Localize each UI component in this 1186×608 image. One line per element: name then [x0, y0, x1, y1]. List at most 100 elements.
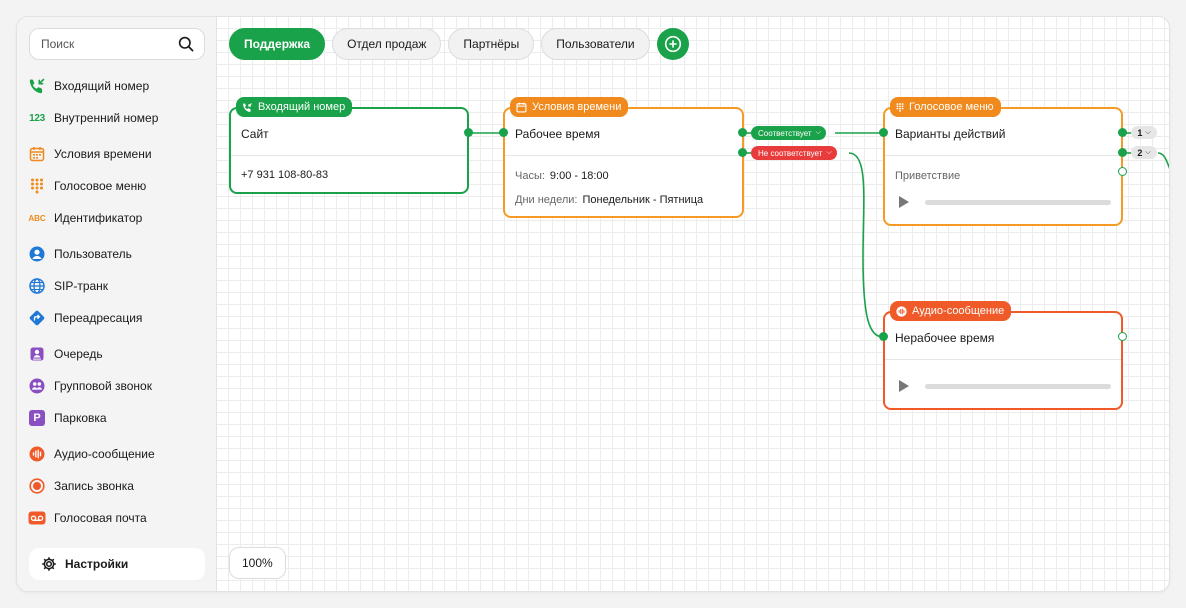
sidebar-item-identifier[interactable]: ABC Идентификатор	[27, 205, 207, 231]
sidebar-item-voice-menu[interactable]: Голосовое меню	[27, 173, 207, 199]
sidebar-item-label: Аудио-сообщение	[54, 447, 155, 461]
sidebar-item-label: Голосовое меню	[54, 179, 147, 193]
condition-nomatch-label: Не соответствует	[758, 148, 823, 158]
node-title: Сайт	[241, 127, 269, 141]
tab-sales[interactable]: Отдел продаж	[332, 28, 442, 60]
add-tab-button[interactable]	[656, 28, 689, 60]
calendar-icon	[516, 102, 527, 113]
sidebar-item-audio-message[interactable]: Аудио-сообщение	[27, 441, 207, 467]
queue-icon	[27, 344, 47, 364]
days-row: Дни недели:Понедельник - Пятница	[515, 194, 703, 206]
condition-nomatch-pill[interactable]: Не соответствует⌵	[751, 146, 837, 160]
sidebar: Входящий номер 123 Внутренний номер Усло…	[17, 17, 217, 591]
node-badge-label: Голосовое меню	[909, 101, 994, 113]
sidebar-item-user[interactable]: Пользователь	[27, 241, 207, 267]
tab-support[interactable]: Поддержка	[229, 28, 326, 60]
node-badge: Условия времени	[510, 97, 629, 117]
gear-icon	[42, 557, 56, 571]
wire-ivr-out	[1157, 152, 1169, 170]
forward-icon	[27, 308, 47, 328]
audio-player	[895, 379, 1113, 393]
search-icon[interactable]	[178, 36, 194, 52]
audio-message-icon	[27, 444, 47, 464]
sidebar-item-label: Идентификатор	[54, 211, 143, 225]
audio-player	[895, 195, 1113, 209]
sidebar-item-label: Парковка	[54, 411, 107, 425]
node-incoming-number[interactable]: Входящий номер Сайт +7 931 108-80-83	[229, 97, 469, 194]
plus-circle-icon	[664, 35, 681, 53]
app-window: Входящий номер 123 Внутренний номер Усло…	[16, 16, 1170, 592]
incoming-call-icon	[27, 76, 47, 96]
input-port[interactable]	[879, 128, 888, 137]
ivr-option-label: 1	[1137, 127, 1143, 138]
sidebar-item-internal-number[interactable]: 123 Внутренний номер	[27, 105, 207, 131]
ivr-option-2-pill[interactable]: 2⌵	[1131, 146, 1157, 159]
search-box[interactable]	[29, 28, 205, 60]
output-port[interactable]	[464, 128, 473, 137]
node-badge-label: Условия времени	[532, 101, 622, 113]
days-label: Дни недели:	[515, 194, 578, 206]
search-input[interactable]	[30, 29, 170, 59]
user-icon	[27, 244, 47, 264]
settings-button[interactable]: Настройки	[29, 548, 205, 580]
output-port-option-1[interactable]	[1118, 128, 1127, 137]
node-badge: Голосовое меню	[890, 97, 1001, 117]
audio-message-icon	[896, 305, 907, 317]
output-port-nomatch[interactable]	[738, 148, 747, 157]
parking-icon: P	[27, 408, 47, 428]
sidebar-item-time-conditions[interactable]: Условия времени	[27, 141, 207, 167]
hours-value: 9:00 - 18:00	[549, 170, 609, 182]
node-title: Нерабочее время	[895, 331, 995, 345]
play-icon[interactable]	[899, 380, 909, 392]
sidebar-item-label: Голосовая почта	[54, 511, 147, 525]
hours-row: Часы: 9:00 - 18:00	[515, 170, 609, 182]
node-audio-message[interactable]: Аудио-сообщение Нерабочее время	[883, 301, 1123, 410]
sidebar-item-voicemail[interactable]: Голосовая почта	[27, 505, 207, 531]
sidebar-item-queue[interactable]: Очередь	[27, 341, 207, 367]
sidebar-item-incoming-number[interactable]: Входящий номер	[27, 73, 207, 99]
input-port[interactable]	[499, 128, 508, 137]
ivr-option-label: 2	[1137, 147, 1143, 158]
sidebar-item-call-record[interactable]: Запись звонка	[27, 473, 207, 499]
flow-canvas[interactable]: Поддержка Отдел продаж Партнёры Пользова…	[217, 17, 1169, 591]
keypad-icon	[27, 176, 47, 196]
incoming-call-icon	[242, 102, 253, 113]
parking-icon-letter: P	[29, 410, 45, 426]
record-icon	[27, 476, 47, 496]
sidebar-item-parking[interactable]: P Парковка	[27, 405, 207, 431]
tabs-bar: Поддержка Отдел продаж Партнёры Пользова…	[229, 28, 689, 60]
sidebar-item-label: Условия времени	[54, 147, 152, 161]
node-divider	[231, 155, 467, 156]
input-port[interactable]	[879, 332, 888, 341]
tab-partners[interactable]: Партнёры	[448, 28, 535, 60]
wire-nomatch-to-audio	[848, 152, 884, 338]
ivr-option-1-pill[interactable]: 1⌵	[1131, 126, 1157, 139]
play-icon[interactable]	[899, 196, 909, 208]
node-divider	[505, 155, 742, 156]
tab-users[interactable]: Пользователи	[541, 28, 650, 60]
chevron-down-icon: ⌵	[815, 129, 821, 136]
123-icon: 123	[27, 108, 47, 128]
output-port-option-2[interactable]	[1118, 148, 1127, 157]
sidebar-item-forwarding[interactable]: Переадресация	[27, 305, 207, 331]
node-time-conditions[interactable]: Условия времени Рабочее время Часы: 9:00 …	[503, 97, 744, 218]
node-voice-menu[interactable]: Голосовое меню Варианты действий Приветс…	[883, 97, 1123, 226]
sidebar-item-group-call[interactable]: Групповой звонок	[27, 373, 207, 399]
hours-label: Часы:	[515, 170, 545, 182]
audio-progress-bar[interactable]	[925, 199, 1111, 205]
sidebar-item-label: Очередь	[54, 347, 103, 361]
sidebar-item-sip-trunk[interactable]: SIP-транк	[27, 273, 207, 299]
zoom-level-button[interactable]: 100%	[229, 547, 286, 579]
sidebar-item-label: SIP-транк	[54, 279, 109, 293]
sidebar-item-label: Запись звонка	[54, 479, 134, 493]
condition-match-pill[interactable]: Соответствует⌵	[751, 126, 826, 140]
node-badge-label: Аудио-сообщение	[912, 305, 1005, 317]
sidebar-item-label: Входящий номер	[54, 79, 150, 93]
node-title: Рабочее время	[515, 127, 600, 141]
abc-icon: ABC	[27, 208, 47, 228]
settings-label: Настройки	[65, 557, 129, 571]
output-port-match[interactable]	[738, 128, 747, 137]
audio-progress-bar[interactable]	[925, 383, 1111, 389]
output-port-empty[interactable]	[1118, 332, 1127, 341]
output-port-empty[interactable]	[1118, 167, 1127, 176]
